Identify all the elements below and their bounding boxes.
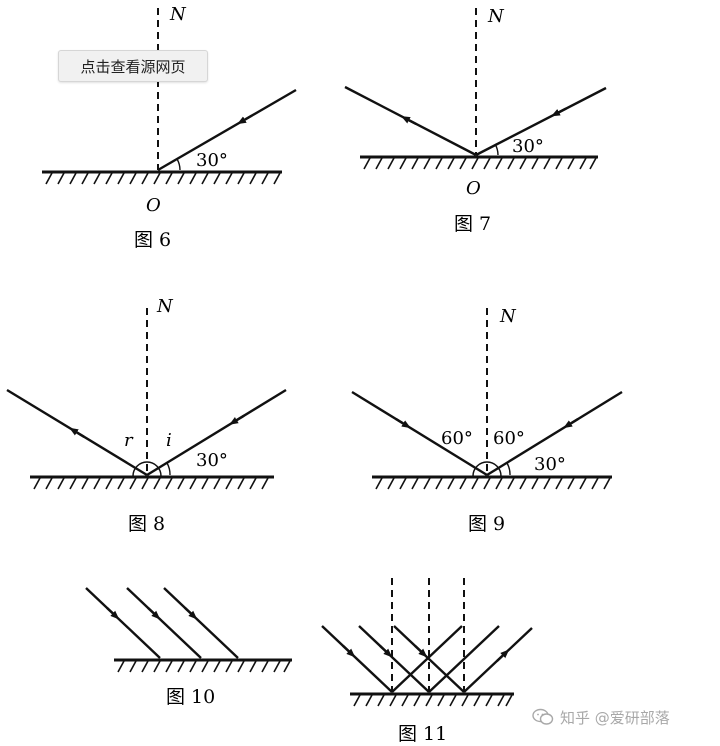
incident-ray <box>157 88 297 172</box>
normal-label: N <box>156 296 174 317</box>
incident-ray-arrow <box>184 607 198 620</box>
incident-ray <box>321 625 393 693</box>
incident-ray <box>146 388 287 477</box>
angle-arc-incident <box>166 462 171 476</box>
incident-ray <box>475 86 607 157</box>
angle-arc <box>494 143 499 156</box>
reflected-ray <box>391 625 463 693</box>
point-label: O <box>466 178 481 199</box>
angle-arc-incident <box>506 462 511 476</box>
angle-label: 30° <box>534 454 566 475</box>
parallel-incident-rays <box>85 587 239 659</box>
incident-ray-arrow <box>551 107 567 117</box>
reflected-ray <box>428 625 500 693</box>
figure-caption: 图 7 <box>454 213 491 235</box>
mirror-hatching <box>117 660 291 673</box>
incident-ray-arrow <box>229 414 245 425</box>
reflect-angle-label: 60° <box>441 428 473 449</box>
incident-rays <box>321 625 465 693</box>
figure-caption: 图 9 <box>468 513 505 535</box>
incident-angle-label: i <box>166 430 172 451</box>
reflected-ray-arrow <box>69 427 85 438</box>
figure-9: N 60° 60° 30° 图 9 <box>351 306 623 535</box>
reflected-rays <box>391 625 533 693</box>
angle-arc <box>176 158 181 171</box>
angle-arcs <box>132 461 162 477</box>
incident-ray <box>486 390 623 477</box>
figure-caption: 图 10 <box>166 686 215 708</box>
angle-label: 30° <box>196 150 228 171</box>
incident-ray-arrow <box>563 417 579 429</box>
angle-label: 30° <box>512 136 544 157</box>
incident-ray-arrow <box>342 644 356 658</box>
normal-label: N <box>169 4 187 25</box>
angle-label: 30° <box>196 450 228 471</box>
reflected-ray-arrow <box>401 116 417 125</box>
mirror-hatching <box>45 172 281 185</box>
mirror-hatching <box>33 477 269 490</box>
view-source-page-button[interactable]: 点击查看源网页 <box>58 50 208 82</box>
incident-ray <box>358 625 430 693</box>
figure-8: N r i 30° 图 8 <box>6 296 287 535</box>
incident-ray <box>163 587 239 659</box>
reflected-ray-arrow <box>496 649 510 662</box>
figure-10: 图 10 <box>85 587 292 708</box>
normal-lines <box>391 578 465 692</box>
incident-angle-label: 60° <box>493 428 525 449</box>
mirror-hatching <box>353 694 513 707</box>
incident-ray <box>85 587 161 659</box>
reflected-ray-arrow <box>395 417 411 429</box>
watermark: 知乎 @爱研部落 <box>532 704 670 730</box>
normal-label: N <box>499 306 517 327</box>
figure-11: 图 11 <box>321 578 533 745</box>
point-label: O <box>146 195 161 216</box>
figure-caption: 图 8 <box>128 513 165 535</box>
mirror-hatching <box>363 157 597 170</box>
figure-6: N O 30° 图 6 <box>42 4 297 251</box>
incident-ray-arrow <box>147 607 161 620</box>
incident-ray-arrow <box>379 644 393 658</box>
incident-ray-arrow <box>237 114 253 125</box>
reflect-angle-label: r <box>124 430 134 451</box>
wechat-icon <box>532 708 554 725</box>
figure-caption: 图 11 <box>398 723 447 745</box>
figure-7: N O 30° 图 7 <box>344 6 607 235</box>
mirror-hatching <box>375 477 611 490</box>
incident-ray-arrow <box>106 607 120 620</box>
incident-ray <box>393 625 465 693</box>
angle-arcs <box>472 461 502 477</box>
incident-ray-arrow <box>414 644 428 658</box>
incident-ray <box>126 587 202 659</box>
reflected-ray <box>351 390 488 477</box>
figure-caption: 图 6 <box>134 229 171 251</box>
watermark-text: 知乎 @爱研部落 <box>560 708 670 727</box>
normal-label: N <box>487 6 505 27</box>
